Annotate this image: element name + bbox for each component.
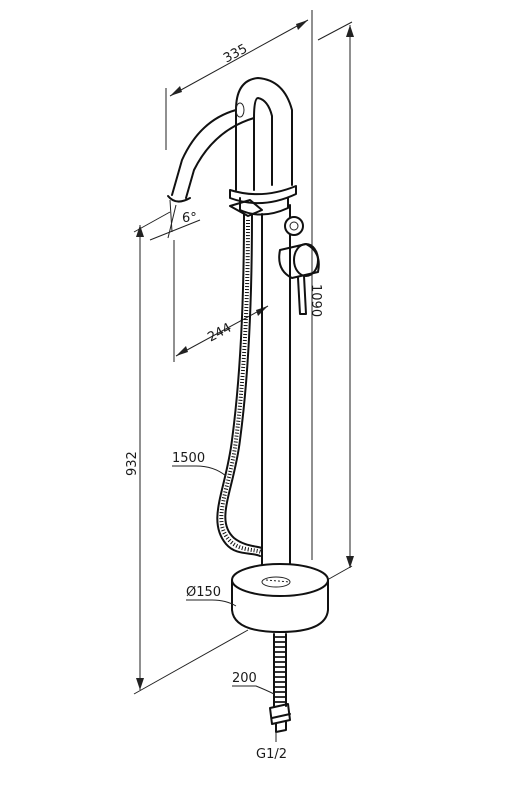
dim-outlet-to-body-label: 244 — [205, 321, 234, 346]
dim-spout-angle-label: 6° — [182, 211, 197, 226]
dim-hose-length-label: 1500 — [172, 451, 205, 466]
dim-thread-label: G1/2 — [256, 747, 287, 762]
faucet-base — [232, 564, 328, 632]
dim-total-height: 1090 — [308, 22, 354, 584]
spout — [168, 78, 292, 202]
dim-supply-hose-label: 200 — [232, 671, 257, 686]
diverter-knob — [285, 217, 303, 235]
dim-outlet-height-label: 932 — [125, 451, 140, 476]
dim-spout-reach-label: 335 — [221, 42, 250, 67]
dim-supply-hose: 200 — [232, 671, 274, 694]
dim-hose-length: 1500 — [172, 451, 226, 476]
shower-hose — [217, 214, 262, 556]
supply-connector — [270, 704, 290, 732]
body-collar — [230, 186, 296, 215]
dim-thread: G1/2 — [256, 732, 287, 762]
dim-spout-angle: 6° — [150, 200, 200, 240]
supply-hose — [274, 634, 286, 706]
dim-outlet-to-body: 244 — [174, 240, 268, 362]
dim-base-diameter-label: Ø150 — [186, 585, 221, 600]
dim-spout-reach: 335 — [166, 10, 312, 150]
dim-total-height-label: 1090 — [308, 284, 323, 317]
dim-base-diameter: Ø150 — [186, 585, 236, 606]
faucet-column — [262, 205, 290, 580]
